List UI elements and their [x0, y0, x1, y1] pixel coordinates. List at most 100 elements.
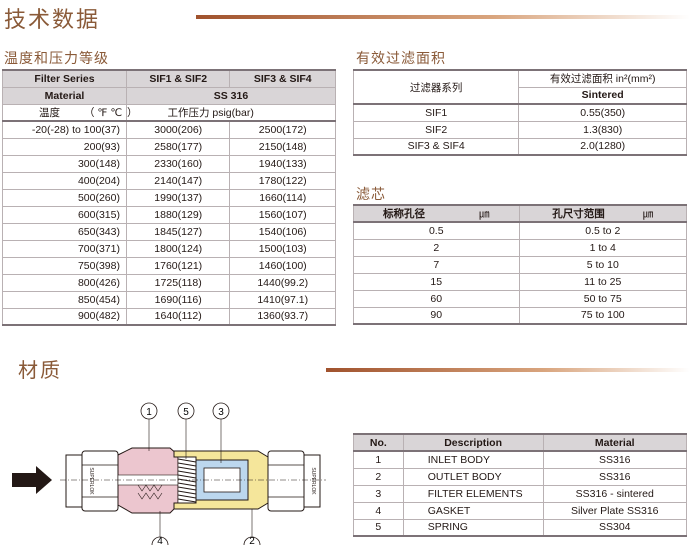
pressure-header-row: Filter Series SIF1 & SIF2 SIF3 & SIF4 — [2, 69, 336, 88]
table-cell: 1800(124) — [125, 239, 231, 258]
filter-cross-section-diagram: SUPERLOK SUPERLOK 1 5 3 — [12, 402, 326, 545]
table-cell: 90 — [353, 306, 520, 325]
material-row: Material SS 316 — [2, 86, 337, 105]
area-sintered-header: Sintered — [518, 86, 687, 105]
table-cell: 2 — [353, 238, 520, 257]
table-cell: 1725(118) — [125, 273, 231, 292]
table-cell: SS316 — [542, 450, 688, 469]
table-cell: 1640(112) — [125, 307, 231, 326]
area-col1-header: 过滤器系列 — [352, 69, 520, 105]
page-title: 技术数据 — [4, 8, 101, 33]
table-cell: 1760(121) — [125, 256, 231, 275]
table-cell: 1460(100) — [229, 256, 336, 275]
flow-arrow-icon — [12, 466, 52, 494]
units-row: 温度（ ℉ ℃ ）工作压力 psig(bar) — [2, 103, 337, 122]
header-cell: Material — [2, 86, 127, 105]
table-cell: 1940(133) — [229, 154, 336, 173]
table-cell: 500(260) — [2, 188, 127, 207]
table-cell: 1360(93.7) — [229, 307, 336, 326]
nut-label: SUPERLOK — [88, 467, 94, 495]
table-cell: 2500(172) — [229, 120, 336, 139]
table-cell: 700(371) — [2, 239, 127, 258]
callout-1: 1 — [140, 402, 158, 451]
inlet-body — [117, 447, 179, 514]
table-cell: 11 to 25 — [518, 272, 688, 291]
pressure-label: ）工作压力 psig(bar) — [125, 103, 337, 122]
table-cell: 0.55(350) — [518, 103, 687, 122]
table-cell: 7 — [353, 255, 520, 274]
table-cell: 2580(177) — [125, 137, 231, 156]
table-cell: SIF1 — [352, 103, 520, 122]
svg-text:2: 2 — [249, 536, 255, 545]
table-cell: 50 to 75 — [518, 289, 688, 308]
materials-rule — [326, 368, 690, 372]
callout-4: 4 — [151, 511, 169, 545]
table-row: 750(398)1760(121)1460(100) — [2, 256, 336, 275]
table-cell: 3000(206) — [125, 120, 231, 139]
svg-text:5: 5 — [183, 407, 189, 418]
table-cell: 200(93) — [2, 137, 127, 156]
table-cell: 850(454) — [2, 290, 127, 309]
header-cell: SIF3 & SIF4 — [229, 69, 336, 88]
table-cell: 1845(127) — [125, 222, 231, 241]
callout-2: 2 — [243, 509, 261, 545]
pressure-heading: 温度和压力等级 — [4, 51, 109, 67]
table-cell: OUTLET BODY — [402, 467, 544, 486]
table-cell: 75 to 100 — [518, 306, 688, 325]
table-cell: 300(148) — [2, 154, 127, 173]
table-cell: SPRING — [402, 518, 544, 537]
nut-label: SUPERLOK — [310, 467, 316, 495]
header-cell: SIF1 & SIF2 — [125, 69, 231, 88]
table-cell: 2 — [353, 467, 404, 486]
table-cell: 2330(160) — [125, 154, 231, 173]
table-cell: 1540(106) — [229, 222, 336, 241]
table-cell: 3 — [353, 484, 404, 503]
table-cell: 1660(114) — [229, 188, 336, 207]
table-cell: 5 to 10 — [518, 255, 688, 274]
table-cell: 1410(97.1) — [229, 290, 336, 309]
table-cell: GASKET — [402, 501, 544, 520]
title-rule — [196, 15, 690, 19]
table-cell: 1.3(830) — [518, 120, 687, 139]
table-cell: 1880(129) — [125, 205, 231, 224]
table-cell: 0.5 — [353, 221, 520, 240]
inlet-nut: SUPERLOK — [65, 450, 119, 512]
table-row: 650(343)1845(127)1540(106) — [2, 222, 336, 241]
svg-text:4: 4 — [157, 536, 163, 545]
table-cell: 2.0(1280) — [518, 137, 687, 156]
svg-text:1: 1 — [146, 407, 152, 418]
table-cell: 1500(103) — [229, 239, 336, 258]
materials-heading: 材质 — [18, 358, 62, 382]
mat-header-no: No. — [353, 433, 404, 452]
table-cell: SS304 — [542, 518, 688, 537]
area-col2-header: 有效过滤面积 in²(mm²) — [518, 69, 687, 88]
table-cell: SIF2 — [352, 120, 520, 139]
table-cell: 4 — [353, 501, 404, 520]
table-cell: 1690(116) — [125, 290, 231, 309]
table-cell: FILTER ELEMENTS — [402, 484, 544, 503]
table-cell: 1440(99.2) — [229, 273, 336, 292]
table-cell: 650(343) — [2, 222, 127, 241]
table-cell: 800(426) — [2, 273, 127, 292]
table-row: 200(93)2580(177)2150(148) — [2, 137, 336, 156]
table-cell: 1 — [353, 450, 404, 469]
table-cell: INLET BODY — [402, 450, 544, 469]
table-row: 900(482)1640(112)1360(93.7) — [2, 307, 336, 326]
svg-text:3: 3 — [218, 407, 224, 418]
table-row: 500(260)1990(137)1660(114) — [2, 188, 336, 207]
table-cell: 1 to 4 — [518, 238, 688, 257]
table-cell: SS316 - sintered — [542, 484, 688, 503]
